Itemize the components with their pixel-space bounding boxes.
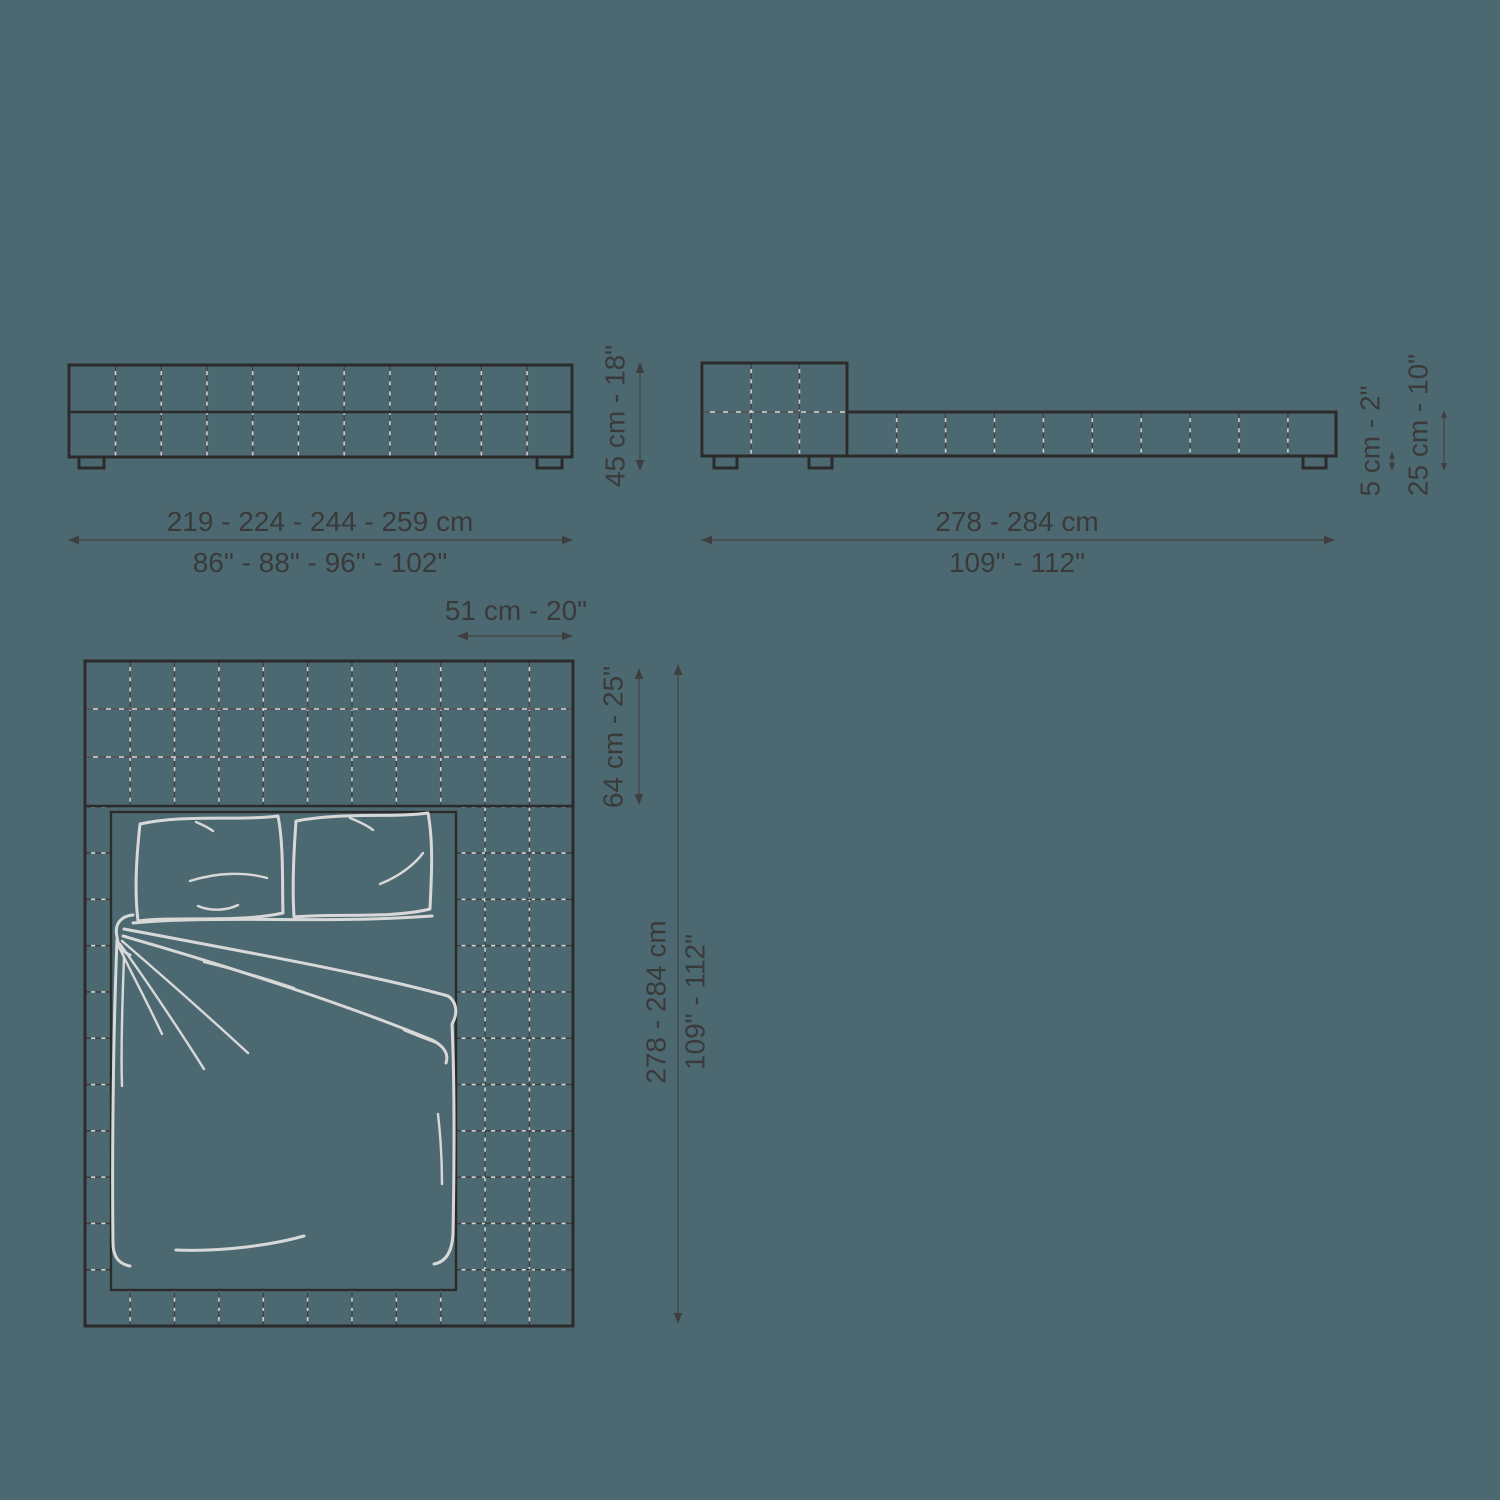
side-base-height-label: 25 cm - 10": [1402, 354, 1433, 496]
plan-length-cm-label: 278 - 284 cm: [640, 920, 671, 1083]
side-platform-outline: [847, 410, 1338, 458]
side-length-cm-label: 278 - 284 cm: [935, 506, 1098, 537]
side-headboard-grid: [702, 363, 847, 456]
plan-right-rail-grid-h: [456, 806, 573, 1290]
plan-headboard-depth-label: 64 cm - 25": [597, 666, 628, 808]
side-leg-2: [807, 457, 834, 470]
top-view: 51 cm - 20" 64 cm - 25" 278 - 284 cm 109…: [83, 595, 710, 1328]
bed-sketch: [111, 811, 458, 1268]
plan-length-in-label: 109" - 112": [679, 934, 710, 1070]
front-view: 219 - 224 - 244 - 259 cm 86" - 88" - 96"…: [67, 345, 645, 578]
side-leg-1: [712, 457, 739, 470]
front-height-label: 45 cm - 18": [599, 345, 630, 487]
front-leg-left: [77, 457, 106, 470]
pillow-right: [291, 811, 434, 919]
duvet: [111, 913, 458, 1268]
side-view: 278 - 284 cm 109" - 112" 5 cm - 2" 25 cm…: [700, 354, 1447, 578]
side-length-in-label: 109" - 112": [949, 547, 1085, 578]
plan-side-rail-label: 51 cm - 20": [445, 595, 587, 626]
side-platform-grid: [847, 412, 1336, 456]
plan-mattress-outline: [109, 810, 458, 1292]
front-width-in-label: 86" - 88" - 96" - 102": [193, 547, 448, 578]
side-leg-3: [1301, 457, 1328, 470]
plan-outline: [83, 659, 575, 1328]
front-leg-right: [535, 457, 564, 470]
side-headboard-outline: [700, 361, 849, 458]
pillow-left: [134, 814, 285, 923]
plan-headboard-grid: [85, 661, 573, 806]
side-leg-height-label: 5 cm - 2": [1354, 385, 1385, 496]
plan-foot-rail-grid: [111, 1290, 456, 1326]
front-width-cm-label: 219 - 224 - 244 - 259 cm: [167, 506, 474, 537]
plan-headboard-dashed-rows: [85, 708, 573, 758]
plan-left-rail-grid: [85, 806, 111, 1290]
